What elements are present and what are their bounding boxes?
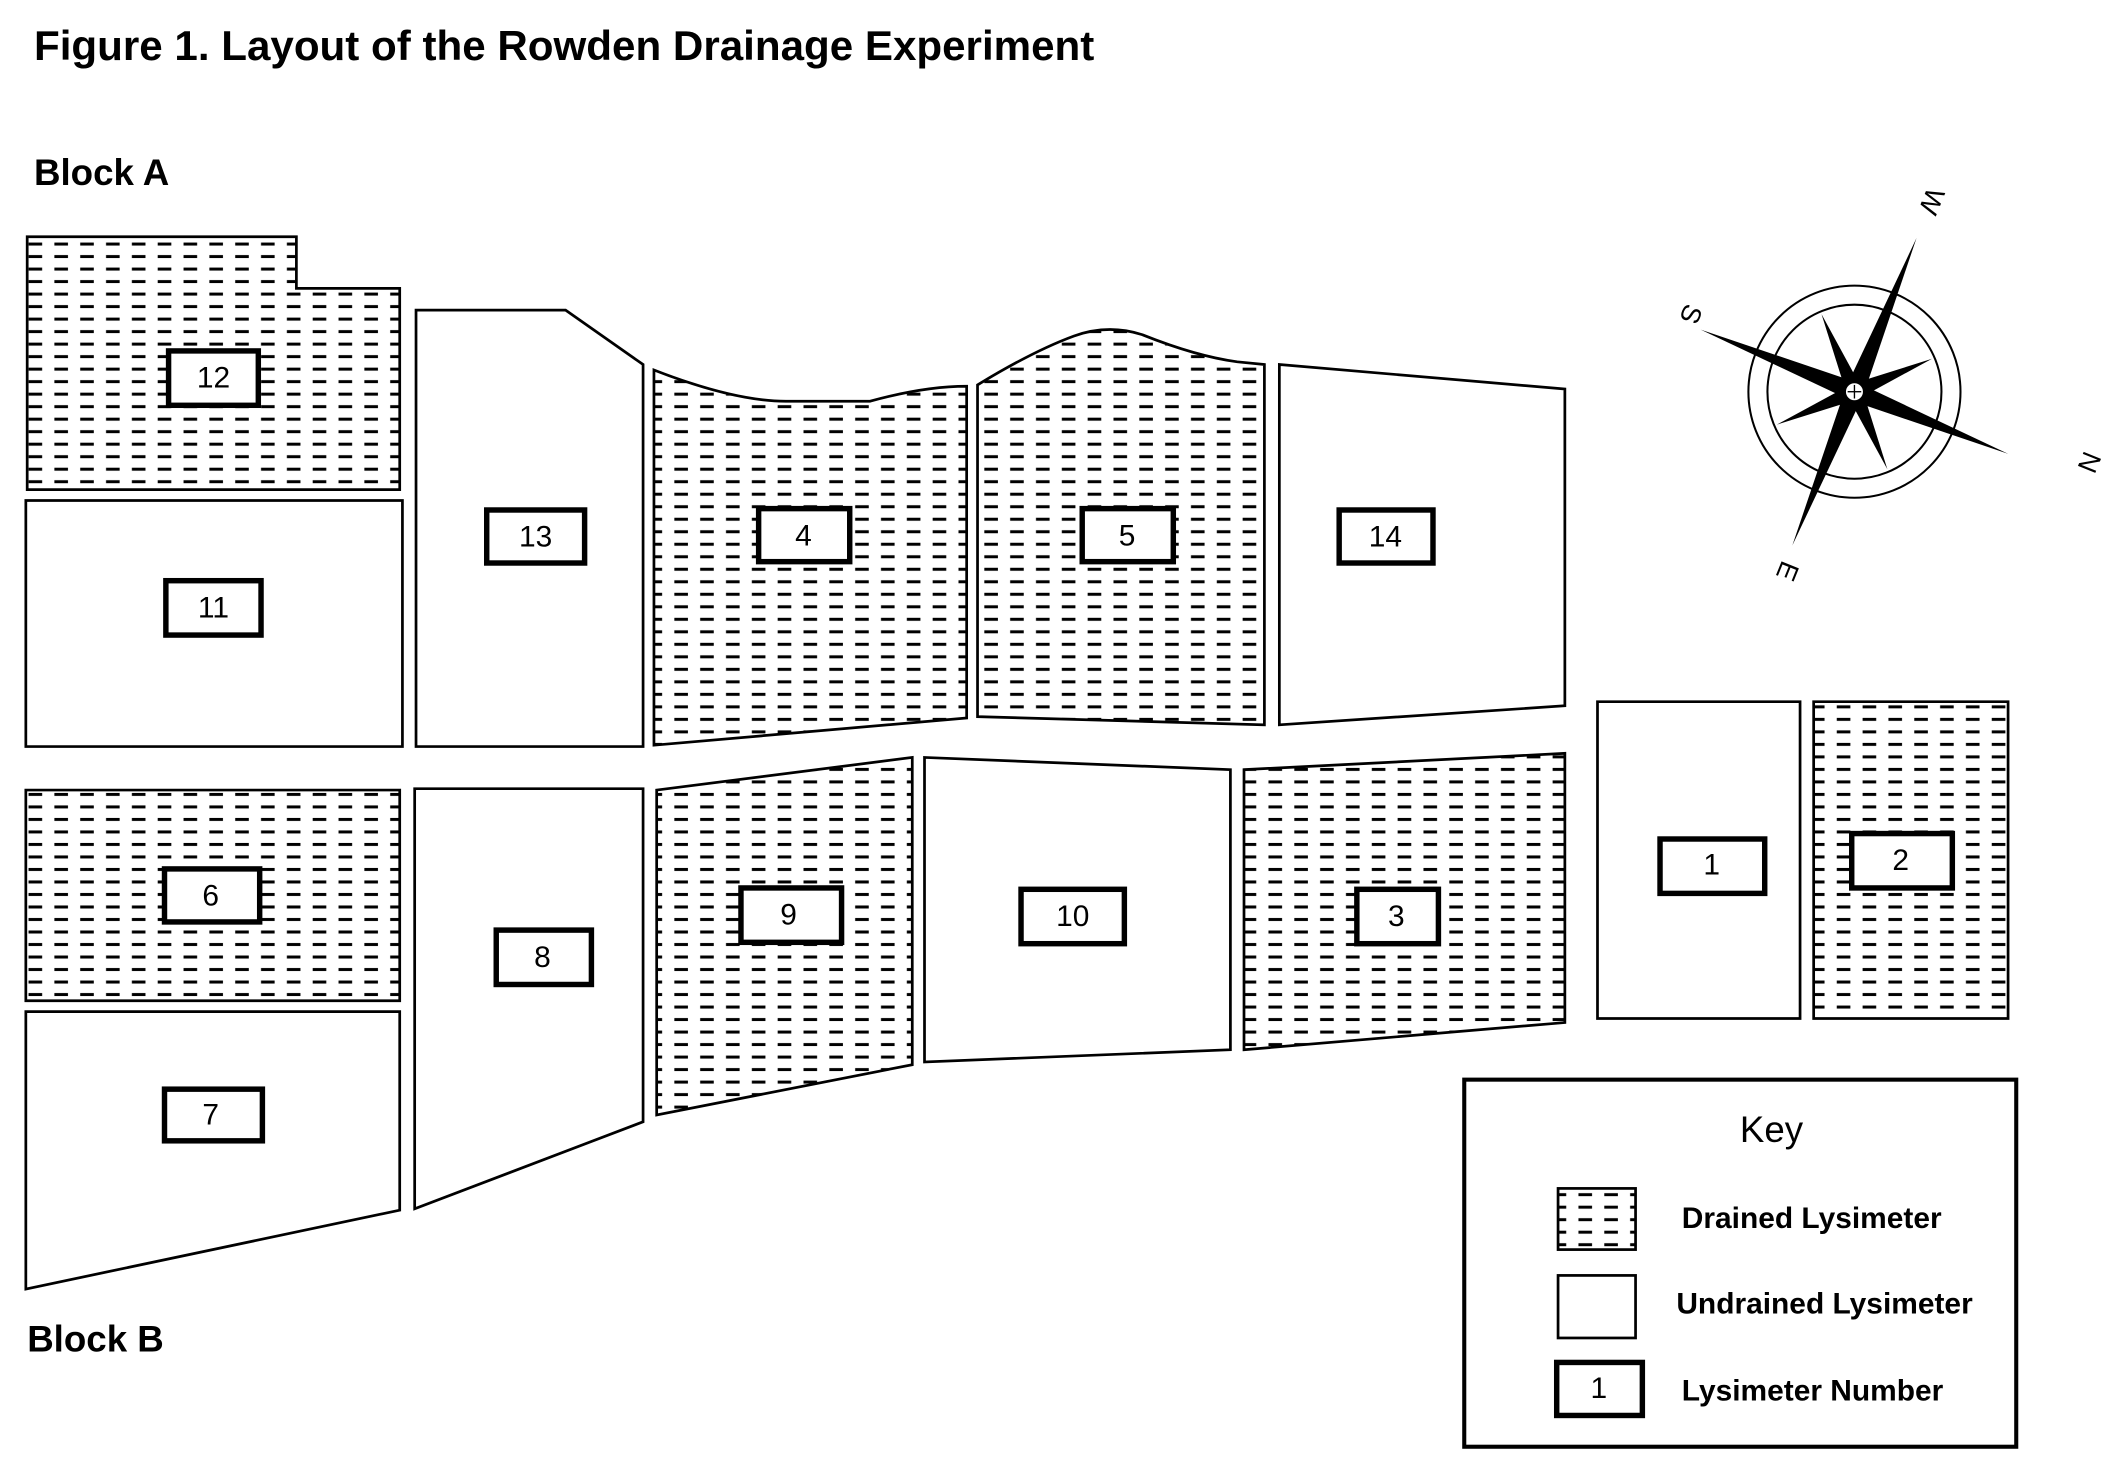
lysimeter-7: 7 [24, 1010, 402, 1291]
lysimeter-number: 12 [197, 362, 230, 395]
block-b-label: Block B [27, 1319, 164, 1360]
lysimeter-1: 1 [1596, 700, 1802, 1020]
number-swatch [1553, 1359, 1646, 1419]
block-a-label: Block A [34, 152, 169, 193]
compass-n-label: N [2072, 447, 2108, 477]
lysimeter-number: 3 [1388, 900, 1405, 933]
lysimeter-number: 8 [534, 941, 551, 974]
lysimeter-6: 6 [24, 788, 402, 1003]
lysimeter-number: 13 [519, 521, 552, 554]
lysimeter-number: 10 [1056, 900, 1089, 933]
figure-title: Figure 1. Layout of the Rowden Drainage … [34, 22, 1094, 69]
lysimeter-number: 11 [198, 591, 229, 624]
lysimeter-13: 13 [414, 308, 645, 748]
lysimeter-5: 5 [976, 328, 1266, 727]
lysimeter-number: 6 [202, 880, 219, 913]
lysimeter-number: 9 [780, 899, 797, 932]
lysimeter-10: 10 [923, 756, 1232, 1064]
compass-s-label: S [1674, 300, 1710, 328]
lysimeter-number: 1 [1703, 848, 1720, 881]
lysimeter-number: 5 [1119, 519, 1136, 552]
key-drained-label: Drained Lysimeter [1682, 1202, 1942, 1235]
lysimeter-3: 3 [1242, 751, 1567, 1052]
key-title: Key [1740, 1109, 1804, 1150]
undrained-swatch [1556, 1274, 1637, 1340]
lysimeter-number: 4 [795, 519, 812, 552]
lysimeter-number: 14 [1369, 521, 1402, 554]
key-undrained-label: Undrained Lysimeter [1676, 1287, 1973, 1320]
lysimeter-4: 4 [652, 367, 969, 747]
lysimeter-2: 2 [1812, 700, 2010, 1020]
lysimeter-9: 9 [655, 755, 914, 1117]
compass-w-label: W [1913, 184, 1951, 220]
key-legend: Key Drained Lysimeter Undrained Lysimete… [1462, 1077, 2019, 1449]
lysimeter-14: 14 [1277, 363, 1567, 727]
lysimeter-12: 12 [25, 235, 402, 491]
lysimeter-11: 11 [24, 499, 404, 748]
lysimeter-number: 7 [202, 1098, 219, 1131]
compass-rose-icon [1700, 237, 2009, 546]
key-number-label: Lysimeter Number [1682, 1375, 1944, 1408]
compass-e-label: E [1770, 557, 1806, 585]
lysimeter-8: 8 [413, 787, 645, 1211]
key-number-sample: 1 [1591, 1372, 1608, 1405]
drained-swatch [1556, 1187, 1637, 1251]
lysimeter-number: 2 [1892, 844, 1909, 877]
